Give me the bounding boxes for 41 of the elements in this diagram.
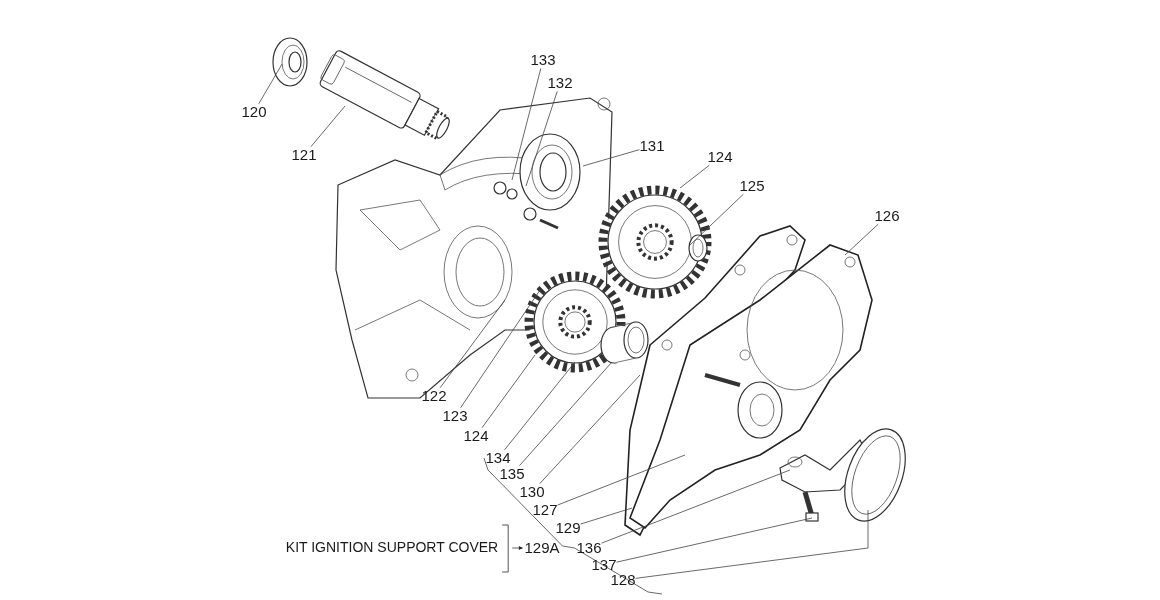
callout-number: 134 <box>485 449 511 467</box>
callout-number: 131 <box>639 137 665 155</box>
callout-number: 129A <box>524 539 560 557</box>
leader-line <box>844 223 879 256</box>
leader-line <box>582 149 640 167</box>
leader-line <box>580 507 633 525</box>
kit-label: KIT IGNITION SUPPORT COVER <box>285 540 499 556</box>
leader-line <box>511 67 542 181</box>
callout-number: 122 <box>421 387 447 405</box>
leader-line <box>460 289 541 409</box>
leader-line <box>481 354 536 429</box>
leader-line <box>601 469 791 544</box>
callout-number: 125 <box>739 177 765 195</box>
leader-line <box>539 374 641 485</box>
callout-number: 135 <box>499 465 525 483</box>
callout-number: 123 <box>442 407 468 425</box>
leader-line <box>518 361 613 467</box>
leader-line <box>635 509 869 579</box>
callout-number: 128 <box>610 571 636 589</box>
callout-number: 129 <box>555 519 581 537</box>
callout-number: 133 <box>530 51 556 69</box>
leader-line <box>689 193 744 246</box>
leader-line <box>557 454 686 506</box>
leader-line <box>525 90 558 187</box>
callout-number: 127 <box>532 501 558 519</box>
callout-number: 137 <box>591 556 617 574</box>
leader-line <box>483 457 663 595</box>
leader-line <box>310 105 346 148</box>
leader-line <box>616 517 813 563</box>
leader-line <box>439 299 506 389</box>
leader-line <box>679 164 710 189</box>
leader-line <box>258 63 283 105</box>
callout-number: 132 <box>547 74 573 92</box>
callout-number: 130 <box>519 483 545 501</box>
callout-number: 124 <box>463 427 489 445</box>
callout-number: 121 <box>291 146 317 164</box>
callout-number: 136 <box>576 539 602 557</box>
callout-number: 124 <box>707 148 733 166</box>
leader-line <box>504 361 576 451</box>
callout-number: 126 <box>874 207 900 225</box>
callout-number: 120 <box>241 103 267 121</box>
